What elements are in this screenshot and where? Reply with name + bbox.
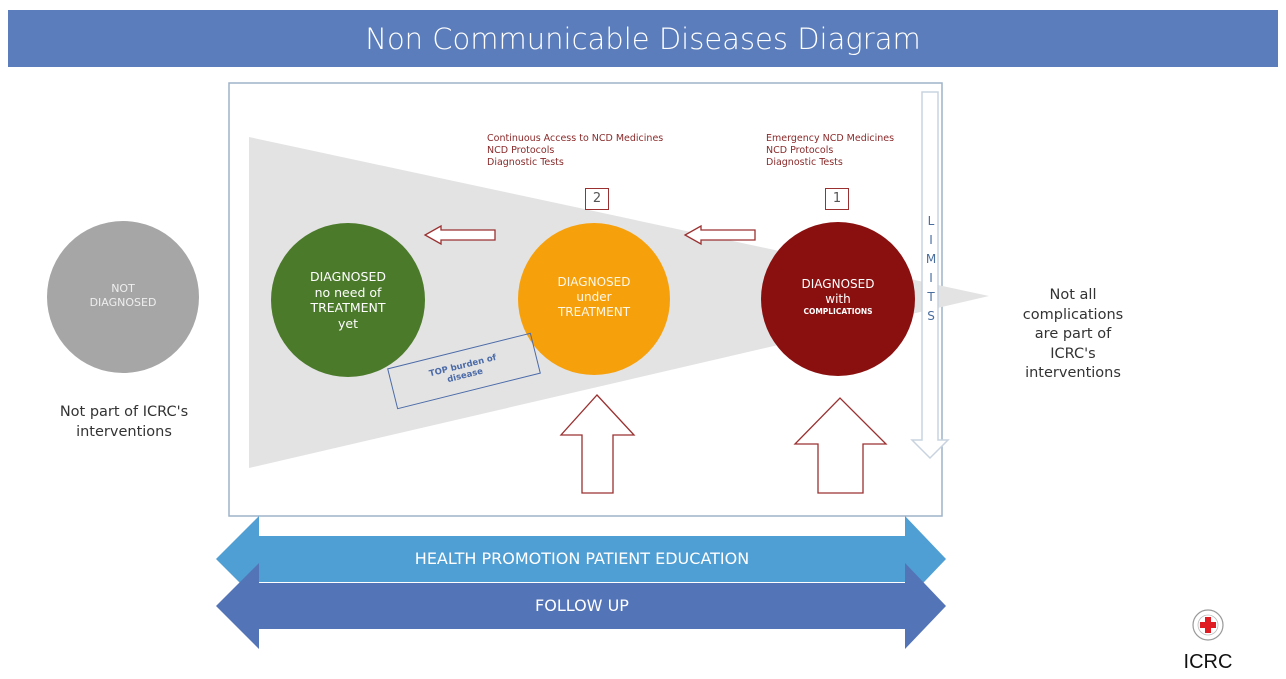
band-follow-up xyxy=(216,563,946,649)
limits-arrow xyxy=(910,91,950,460)
under-line3: TREATMENT xyxy=(557,305,631,319)
diagnosed-with-label: DIAGNOSED with COMPLICATIONS xyxy=(773,277,903,316)
red-cross-horizontal xyxy=(1200,622,1216,628)
arrow-up-complications xyxy=(793,397,888,494)
right-note-line5: interventions xyxy=(1025,365,1121,382)
right-note-line4: ICRC's xyxy=(1050,345,1096,362)
no-need-line1: DIAGNOSED xyxy=(310,269,386,284)
under-line2: under xyxy=(576,290,612,304)
diagnosed-under-label: DIAGNOSED under TREATMENT xyxy=(529,275,659,320)
with-line3: COMPLICATIONS xyxy=(803,307,873,316)
limits-letter: I xyxy=(929,233,933,247)
under-line1: DIAGNOSED xyxy=(557,275,631,289)
box1-item: NCD Protocols xyxy=(766,144,834,156)
right-note-line2: complications xyxy=(1022,306,1124,323)
right-note: Not all complications are part of ICRC's… xyxy=(1003,286,1143,384)
box2-item: NCD Protocols xyxy=(487,144,555,156)
step-number-2: 2 xyxy=(585,188,609,210)
with-line1: DIAGNOSED xyxy=(801,277,875,291)
limits-letter: I xyxy=(929,271,933,285)
box1-items: Emergency NCD Medicines NCD Protocols Di… xyxy=(766,133,926,169)
not-diagnosed-line2: DIAGNOSED xyxy=(89,295,157,309)
no-need-line4: yet xyxy=(338,315,358,331)
box1-item: Emergency NCD Medicines xyxy=(766,133,895,144)
diagnosed-no-need-label: DIAGNOSED no need of TREATMENT yet xyxy=(283,269,413,332)
arrow-left-1 xyxy=(423,224,496,246)
right-note-line3: are part of xyxy=(1034,326,1112,343)
box1-item: Diagnostic Tests xyxy=(766,156,843,168)
circle-diagnosed-no-need xyxy=(271,223,425,377)
no-need-line2: no need of xyxy=(314,284,382,300)
with-line2: with xyxy=(825,292,851,306)
limits-letter: S xyxy=(927,309,935,323)
diagram-title: Non Communicable Diseases Diagram xyxy=(8,10,1278,67)
left-note: Not part of ICRC's interventions xyxy=(24,403,224,442)
arrow-up-treatment xyxy=(559,394,636,494)
limits-label: L I M I T S xyxy=(924,212,938,326)
circle-diagnosed-with xyxy=(761,222,915,376)
step-number-1: 1 xyxy=(825,188,849,210)
box2-item: Continuous Access to NCD Medicines xyxy=(487,133,664,144)
left-note-line2: interventions xyxy=(76,423,172,440)
not-diagnosed-line1: NOT xyxy=(111,282,135,295)
band-health-promotion xyxy=(216,516,946,602)
left-note-line1: Not part of ICRC's xyxy=(59,404,189,420)
box2-items: Continuous Access to NCD Medicines NCD P… xyxy=(487,133,707,169)
icrc-logo-text: ICRC xyxy=(1183,651,1233,673)
follow-up-label: FOLLOW UP xyxy=(535,596,629,615)
limits-letter: T xyxy=(927,290,935,304)
circle-diagnosed-under xyxy=(518,223,670,375)
arrow-left-2 xyxy=(683,224,756,246)
circle-not-diagnosed xyxy=(47,221,199,373)
health-promotion-label: HEALTH PROMOTION PATIENT EDUCATION xyxy=(414,549,750,568)
no-need-line3: TREATMENT xyxy=(310,300,386,316)
limits-letter: L xyxy=(927,214,935,228)
right-note-line1: Not all xyxy=(1049,287,1097,303)
limits-letter: M xyxy=(925,252,937,266)
not-diagnosed-label: NOT DIAGNOSED xyxy=(63,282,183,310)
box2-item: Diagnostic Tests xyxy=(487,156,564,168)
